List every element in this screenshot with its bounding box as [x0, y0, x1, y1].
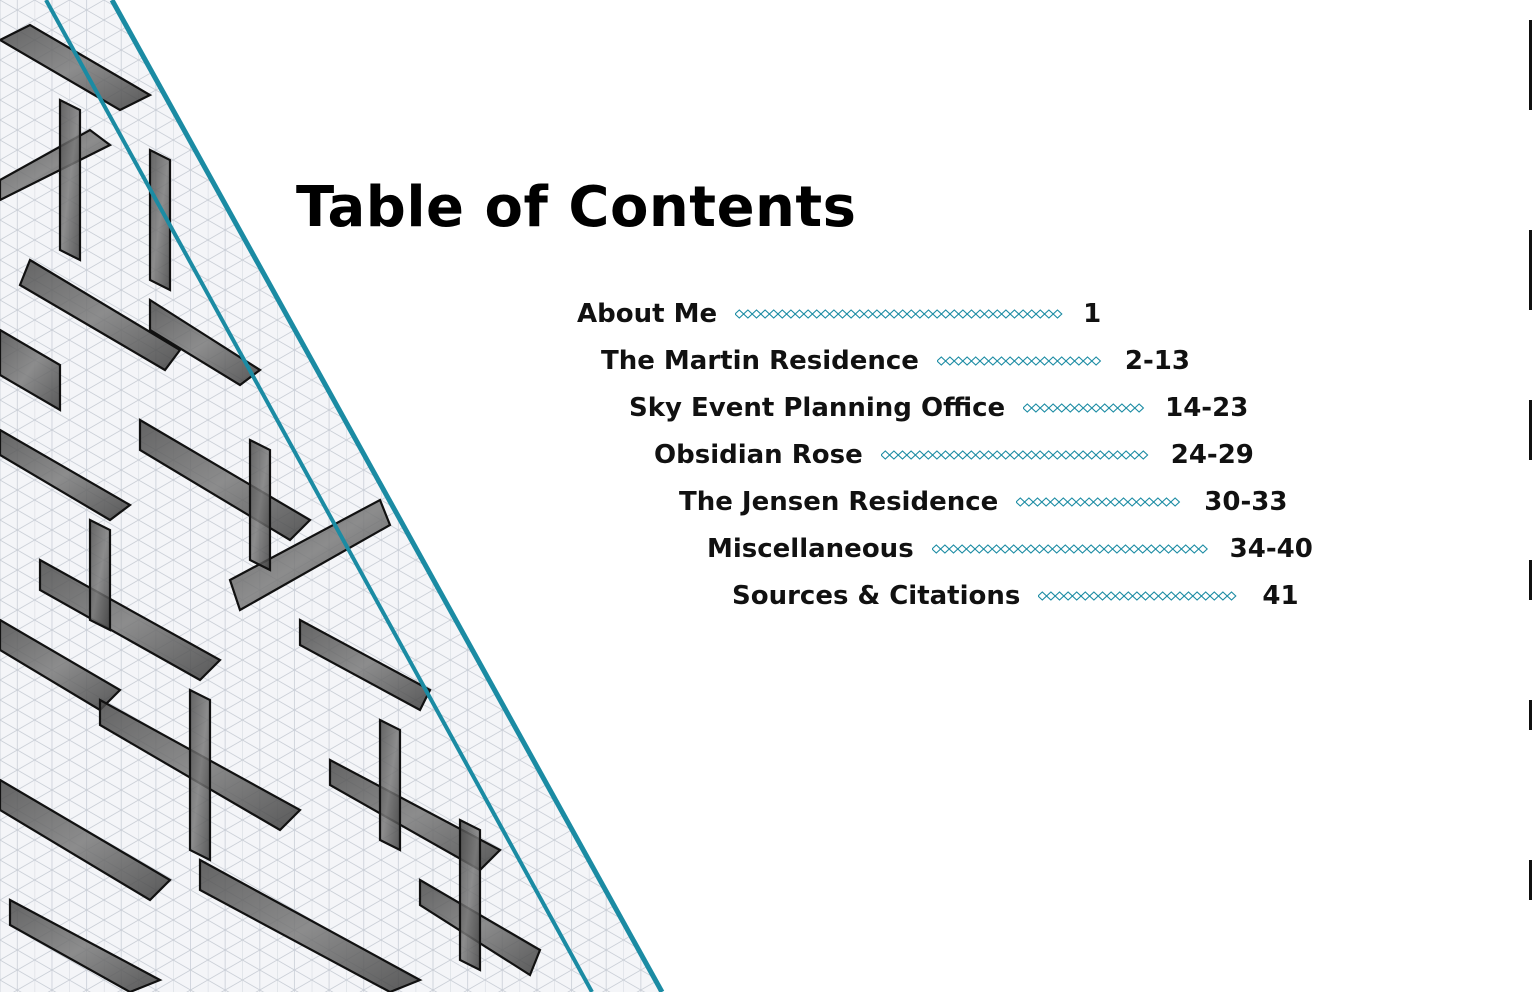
toc-entry-title: The Jensen Residence	[679, 487, 999, 517]
page-edge-marks	[1529, 20, 1532, 900]
toc-entry-pages: 24-29	[1170, 440, 1254, 470]
accent-stroke-inner	[44, 0, 594, 992]
toc-entry-pages: 34-40	[1229, 534, 1313, 564]
dotted-leader	[931, 544, 1208, 554]
toc-entry-title: The Martin Residence	[601, 346, 919, 376]
toc-entry[interactable]: The Jensen Residence 30-33	[679, 482, 1287, 522]
toc-entry-title: Sources & Citations	[732, 581, 1021, 611]
dotted-leader	[1023, 403, 1145, 413]
dotted-leader	[936, 356, 1102, 366]
toc-entry-title: About Me	[577, 299, 718, 329]
dotted-leader	[735, 309, 1063, 319]
toc-entry[interactable]: Sources & Citations 41	[732, 576, 1299, 616]
toc-entry-pages: 2-13	[1124, 346, 1190, 376]
toc-entry-pages: 14-23	[1165, 393, 1249, 423]
isometric-maze-artwork	[0, 0, 665, 992]
toc-entry[interactable]: Miscellaneous 34-40	[707, 529, 1313, 569]
toc-entry-title: Obsidian Rose	[654, 440, 863, 470]
dotted-leader	[1038, 591, 1237, 601]
toc-entry[interactable]: About Me 1	[577, 294, 1101, 334]
toc-entry-title: Miscellaneous	[707, 534, 914, 564]
accent-stroke-outer	[109, 0, 665, 992]
toc-entry-pages: 1	[1083, 299, 1102, 329]
dotted-leader	[880, 450, 1149, 460]
dotted-leader	[1016, 497, 1181, 507]
page-title: Table of Contents	[296, 175, 857, 240]
toc-entry[interactable]: Sky Event Planning Office 14-23	[629, 388, 1248, 428]
toc-entry[interactable]: Obsidian Rose 24-29	[654, 435, 1254, 475]
toc-entry-pages: 30-33	[1204, 487, 1288, 517]
toc-entry-title: Sky Event Planning Office	[629, 393, 1006, 423]
toc-entry[interactable]: The Martin Residence 2-13	[601, 341, 1190, 381]
toc-entry-pages: 41	[1262, 581, 1299, 611]
